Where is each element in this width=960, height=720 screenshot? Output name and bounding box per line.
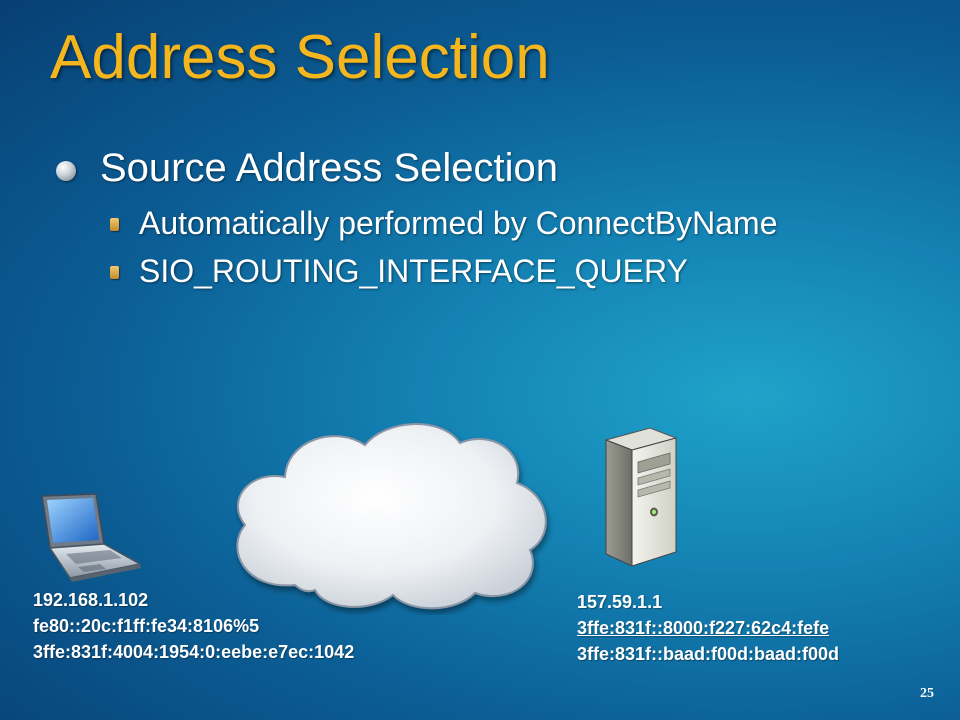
client-address-list: 192.168.1.102 fe80::20c:f1ff:fe34:8106%5… bbox=[33, 587, 354, 665]
server-ipv4-address: 157.59.1.1 bbox=[577, 592, 663, 612]
server-address-list: 157.59.1.1 3ffe:831f::8000:f227:62c4:fef… bbox=[577, 589, 839, 667]
client-link-local-address: fe80::20c:f1ff:fe34:8106%5 bbox=[33, 616, 260, 636]
cloud-icon bbox=[236, 423, 547, 610]
client-global-ipv6-address: 3ffe:831f:4004:1954:0:eebe:e7ec:1042 bbox=[33, 642, 355, 662]
server-tower-icon bbox=[604, 427, 678, 567]
server-secondary-ipv6-address: 3ffe:831f::baad:f00d:baad:f00d bbox=[577, 644, 840, 664]
bullet-l2-text: SIO_ROUTING_INTERFACE_QUERY bbox=[139, 253, 688, 289]
bullet-l1-text: Source Address Selection bbox=[100, 146, 559, 190]
bullet-source-address-selection: Source Address Selection bbox=[56, 146, 558, 191]
slide-title: Address Selection bbox=[50, 23, 550, 92]
bullet-connect-by-name: Automatically performed by ConnectByName bbox=[110, 205, 778, 242]
bullet-routing-interface-query: SIO_ROUTING_INTERFACE_QUERY bbox=[110, 253, 688, 290]
bullet-orb-icon bbox=[56, 160, 76, 181]
bullet-l2-text: Automatically performed by ConnectByName bbox=[139, 205, 778, 241]
bullet-square-icon bbox=[110, 218, 119, 231]
bullet-square-icon bbox=[110, 266, 119, 279]
page-number: 25 bbox=[920, 686, 934, 701]
laptop-icon bbox=[41, 493, 143, 582]
server-selected-ipv6-address: 3ffe:831f::8000:f227:62c4:fefe bbox=[577, 618, 830, 638]
client-ipv4-address: 192.168.1.102 bbox=[33, 590, 149, 610]
